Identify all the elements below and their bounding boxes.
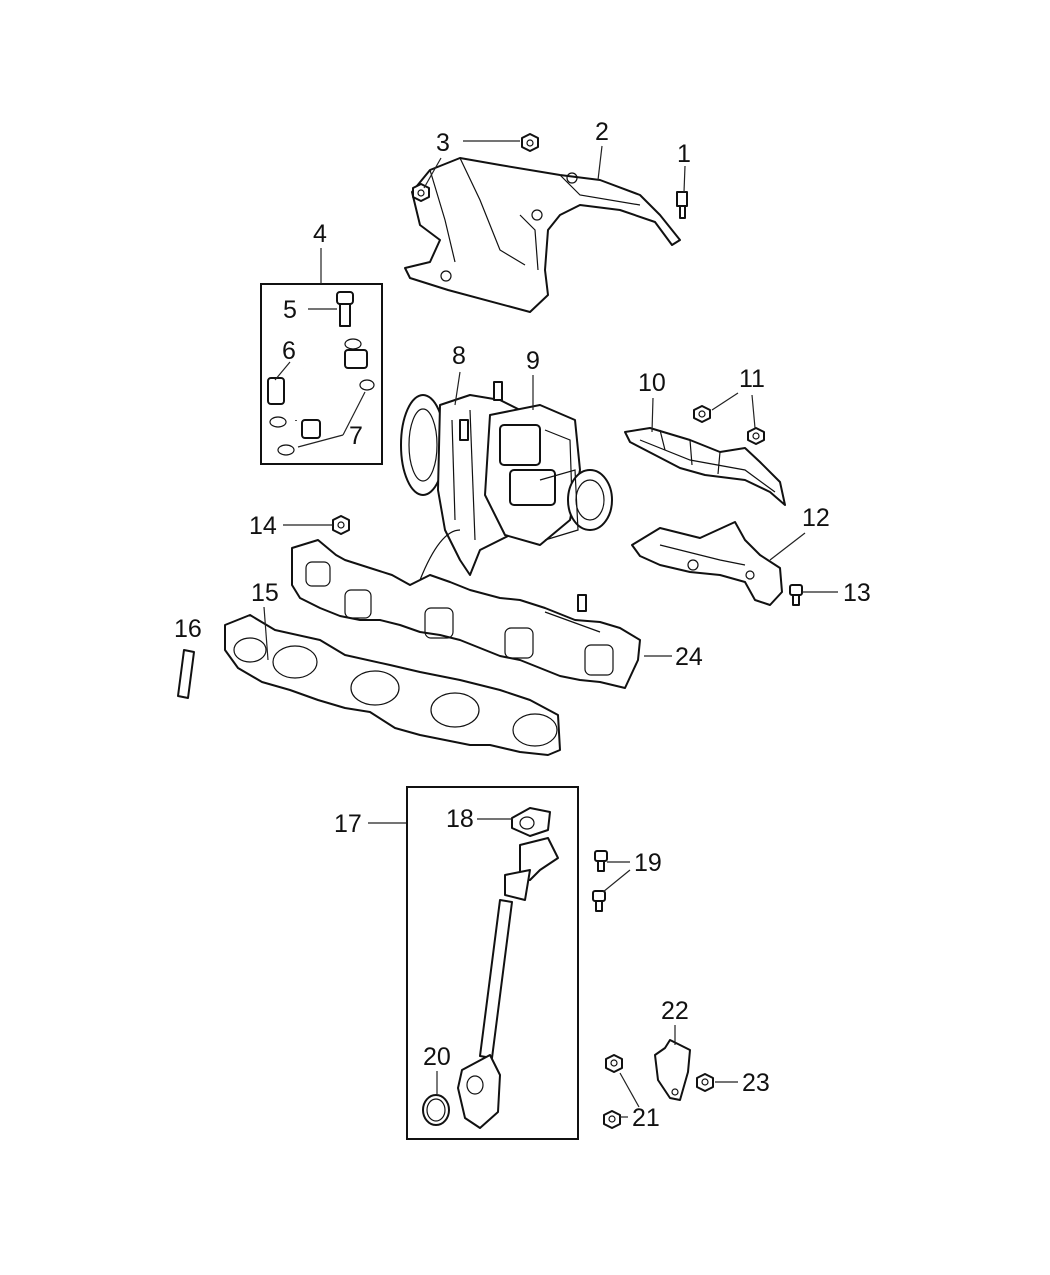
bracket-bolt-small bbox=[605, 1054, 623, 1073]
heat-shield-nut bbox=[747, 427, 765, 445]
callout-2: 2 bbox=[595, 118, 609, 146]
heat-shield-nut bbox=[693, 405, 711, 423]
callout-6: 6 bbox=[282, 337, 296, 365]
callout-10: 10 bbox=[638, 369, 666, 397]
exhaust-manifold bbox=[291, 529, 641, 689]
callout-12: 12 bbox=[802, 504, 830, 532]
callout-23: 23 bbox=[742, 1069, 770, 1097]
sealing-washer bbox=[269, 338, 375, 456]
callout-15: 15 bbox=[251, 579, 279, 607]
shield-bolt bbox=[676, 191, 688, 219]
manifold-nut bbox=[332, 515, 350, 535]
callout-16: 16 bbox=[174, 615, 202, 643]
callout-17: 17 bbox=[334, 810, 362, 838]
oil-return-o-ring bbox=[422, 1094, 450, 1126]
exhaust-manifold-gasket bbox=[224, 614, 561, 756]
callout-20: 20 bbox=[423, 1043, 451, 1071]
shield-nut bbox=[412, 183, 430, 202]
callout-labels: 1 2 3 4 5 6 7 8 9 10 11 12 13 14 15 16 1… bbox=[174, 118, 871, 1132]
callout-7: 7 bbox=[349, 422, 363, 450]
callout-13: 13 bbox=[843, 579, 871, 607]
oil-return-bolt bbox=[594, 850, 608, 872]
callout-21: 21 bbox=[632, 1104, 660, 1132]
oil-return-gasket bbox=[511, 807, 551, 837]
manifold-stud bbox=[177, 649, 195, 699]
oil-feed-line bbox=[267, 349, 368, 439]
turbo-heat-shield bbox=[624, 427, 786, 506]
bracket-nut bbox=[696, 1073, 714, 1092]
leader-lines bbox=[263, 140, 838, 1118]
callout-5: 5 bbox=[283, 296, 297, 324]
bracket-bolt-small bbox=[603, 1110, 621, 1129]
callout-8: 8 bbox=[452, 342, 466, 370]
group-box-oil-return bbox=[406, 786, 579, 1140]
callout-14: 14 bbox=[249, 512, 277, 540]
callout-4: 4 bbox=[313, 220, 327, 248]
oil-return-bolt bbox=[592, 890, 606, 912]
callout-11: 11 bbox=[739, 365, 765, 393]
oil-return-tube bbox=[457, 837, 559, 1129]
callout-3: 3 bbox=[436, 129, 450, 157]
callout-24: 24 bbox=[675, 643, 703, 671]
banjo-bolt bbox=[336, 291, 354, 327]
callout-22: 22 bbox=[661, 997, 689, 1025]
wastegate-actuator bbox=[484, 404, 613, 546]
callout-1: 1 bbox=[677, 140, 691, 168]
callout-18: 18 bbox=[446, 805, 474, 833]
oil-return-bracket bbox=[654, 1039, 691, 1101]
upper-heat-shield bbox=[404, 157, 681, 313]
callout-19: 19 bbox=[634, 849, 662, 877]
bracket-bolt bbox=[789, 584, 803, 606]
callout-9: 9 bbox=[526, 347, 540, 375]
turbo-support-bracket bbox=[631, 521, 783, 606]
shield-nut bbox=[521, 133, 539, 152]
